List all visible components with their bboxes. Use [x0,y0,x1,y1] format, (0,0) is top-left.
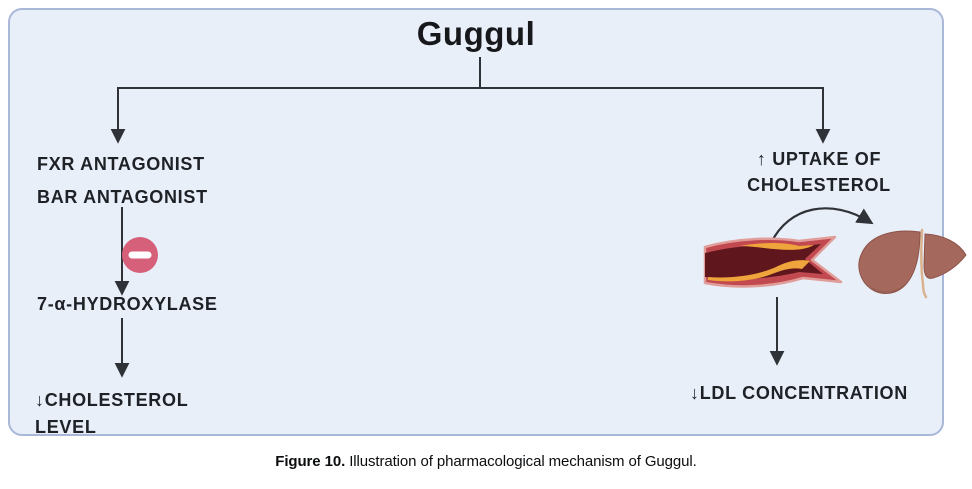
tree-connector [110,57,831,144]
plaque-bottom [708,260,810,282]
figure-caption-text: Illustration of pharmacological mechanis… [345,453,697,470]
liver-illustration [858,228,967,299]
diagram-title: Guggul [416,15,536,52]
cholesterol-level-node: ↓CHOLESTEROL LEVEL [35,387,188,441]
artery-to-liver-curved-arrow [770,207,874,244]
figure-caption: Figure 10. Illustration of pharmacologic… [0,453,972,470]
liver-left-lobe [858,230,921,295]
uptake-cholesterol-label: CHOLESTEROL [747,175,891,195]
figure-caption-number: Figure 10. [275,453,346,470]
liver-right-lobe [923,233,967,279]
cholesterol-down-label: ↓CHOLESTEROL [35,390,189,410]
clogged-artery-illustration [703,235,843,288]
liver-shading [871,284,905,293]
uptake-node: ↑ UPTAKE OF CHOLESTEROL [703,146,935,198]
artery-lumen [705,244,823,280]
uptake-of-label: ↑ UPTAKE OF [756,149,882,169]
liver-ligament [920,228,928,299]
level-label: LEVEL [35,417,97,437]
plaque-top [740,243,814,250]
bar-antagonist-label: BAR ANTAGONIST [37,187,208,207]
inhibition-minus-icon [122,237,158,273]
ldl-concentration-label: ↓LDL CONCENTRATION [690,383,908,403]
fxr-antagonist-label: FXR ANTAGONIST [37,154,205,174]
antagonist-node: FXR ANTAGONIST BAR ANTAGONIST [37,148,208,214]
hydroxylase-label: 7-α-HYDROXYLASE [37,294,218,314]
